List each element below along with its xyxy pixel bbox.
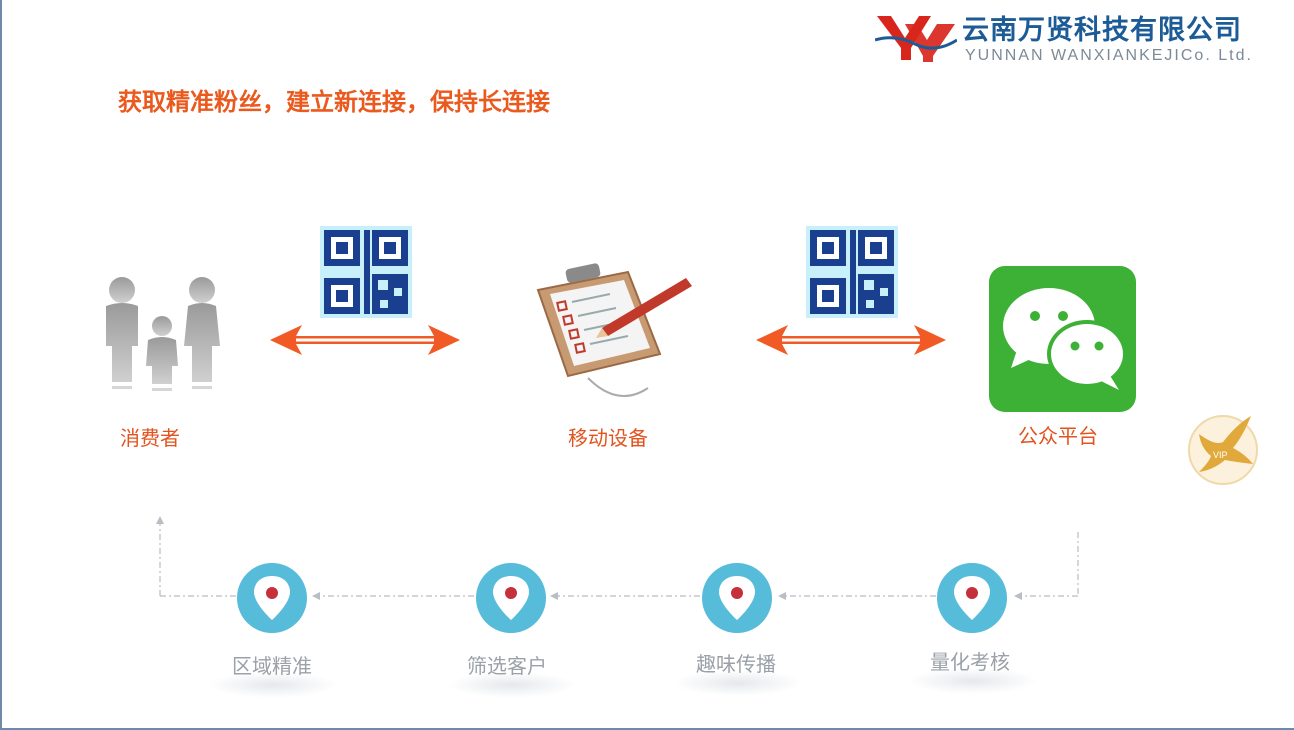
vip-badge-text: VIP (1213, 450, 1228, 460)
vip-bird-icon[interactable]: VIP (1185, 412, 1261, 488)
qr-code-icon (806, 226, 898, 318)
node-label-public-platform: 公众平台 (1018, 424, 1098, 448)
flow-connector (156, 516, 1079, 600)
pin-shadow (908, 668, 1038, 694)
step-label-regional-targeting: 区域精准 (232, 654, 312, 678)
node-label-consumer: 消费者 (120, 426, 180, 450)
step-label-quantified-assessment: 量化考核 (930, 650, 1010, 674)
clipboard-checklist-icon (536, 263, 692, 397)
location-pin-icon (476, 563, 546, 633)
step-label-fun-spreading: 趣味传播 (696, 652, 776, 676)
location-pin-icon (237, 563, 307, 633)
node-label-mobile-device: 移动设备 (568, 426, 648, 450)
slide-headline: 获取精准粉丝，建立新连接，保持长连接 (118, 88, 550, 116)
double-arrow-icon (270, 325, 460, 355)
double-arrow-icon (756, 325, 946, 355)
company-name-en: YUNNAN WANXIANKEJICo. Ltd. (965, 47, 1253, 64)
pin-shadow (447, 672, 577, 698)
qr-code-icon (320, 226, 412, 318)
step-label-customer-filtering: 筛选客户 (467, 654, 547, 678)
family-icon (106, 277, 220, 391)
location-pin-icon (937, 563, 1007, 633)
company-logo-icon (875, 16, 957, 62)
company-name-cn: 云南万贤科技有限公司 (962, 15, 1242, 46)
pin-shadow (673, 670, 803, 696)
location-pin-icon (702, 563, 772, 633)
wechat-icon (989, 266, 1136, 412)
pin-shadow (208, 672, 338, 698)
